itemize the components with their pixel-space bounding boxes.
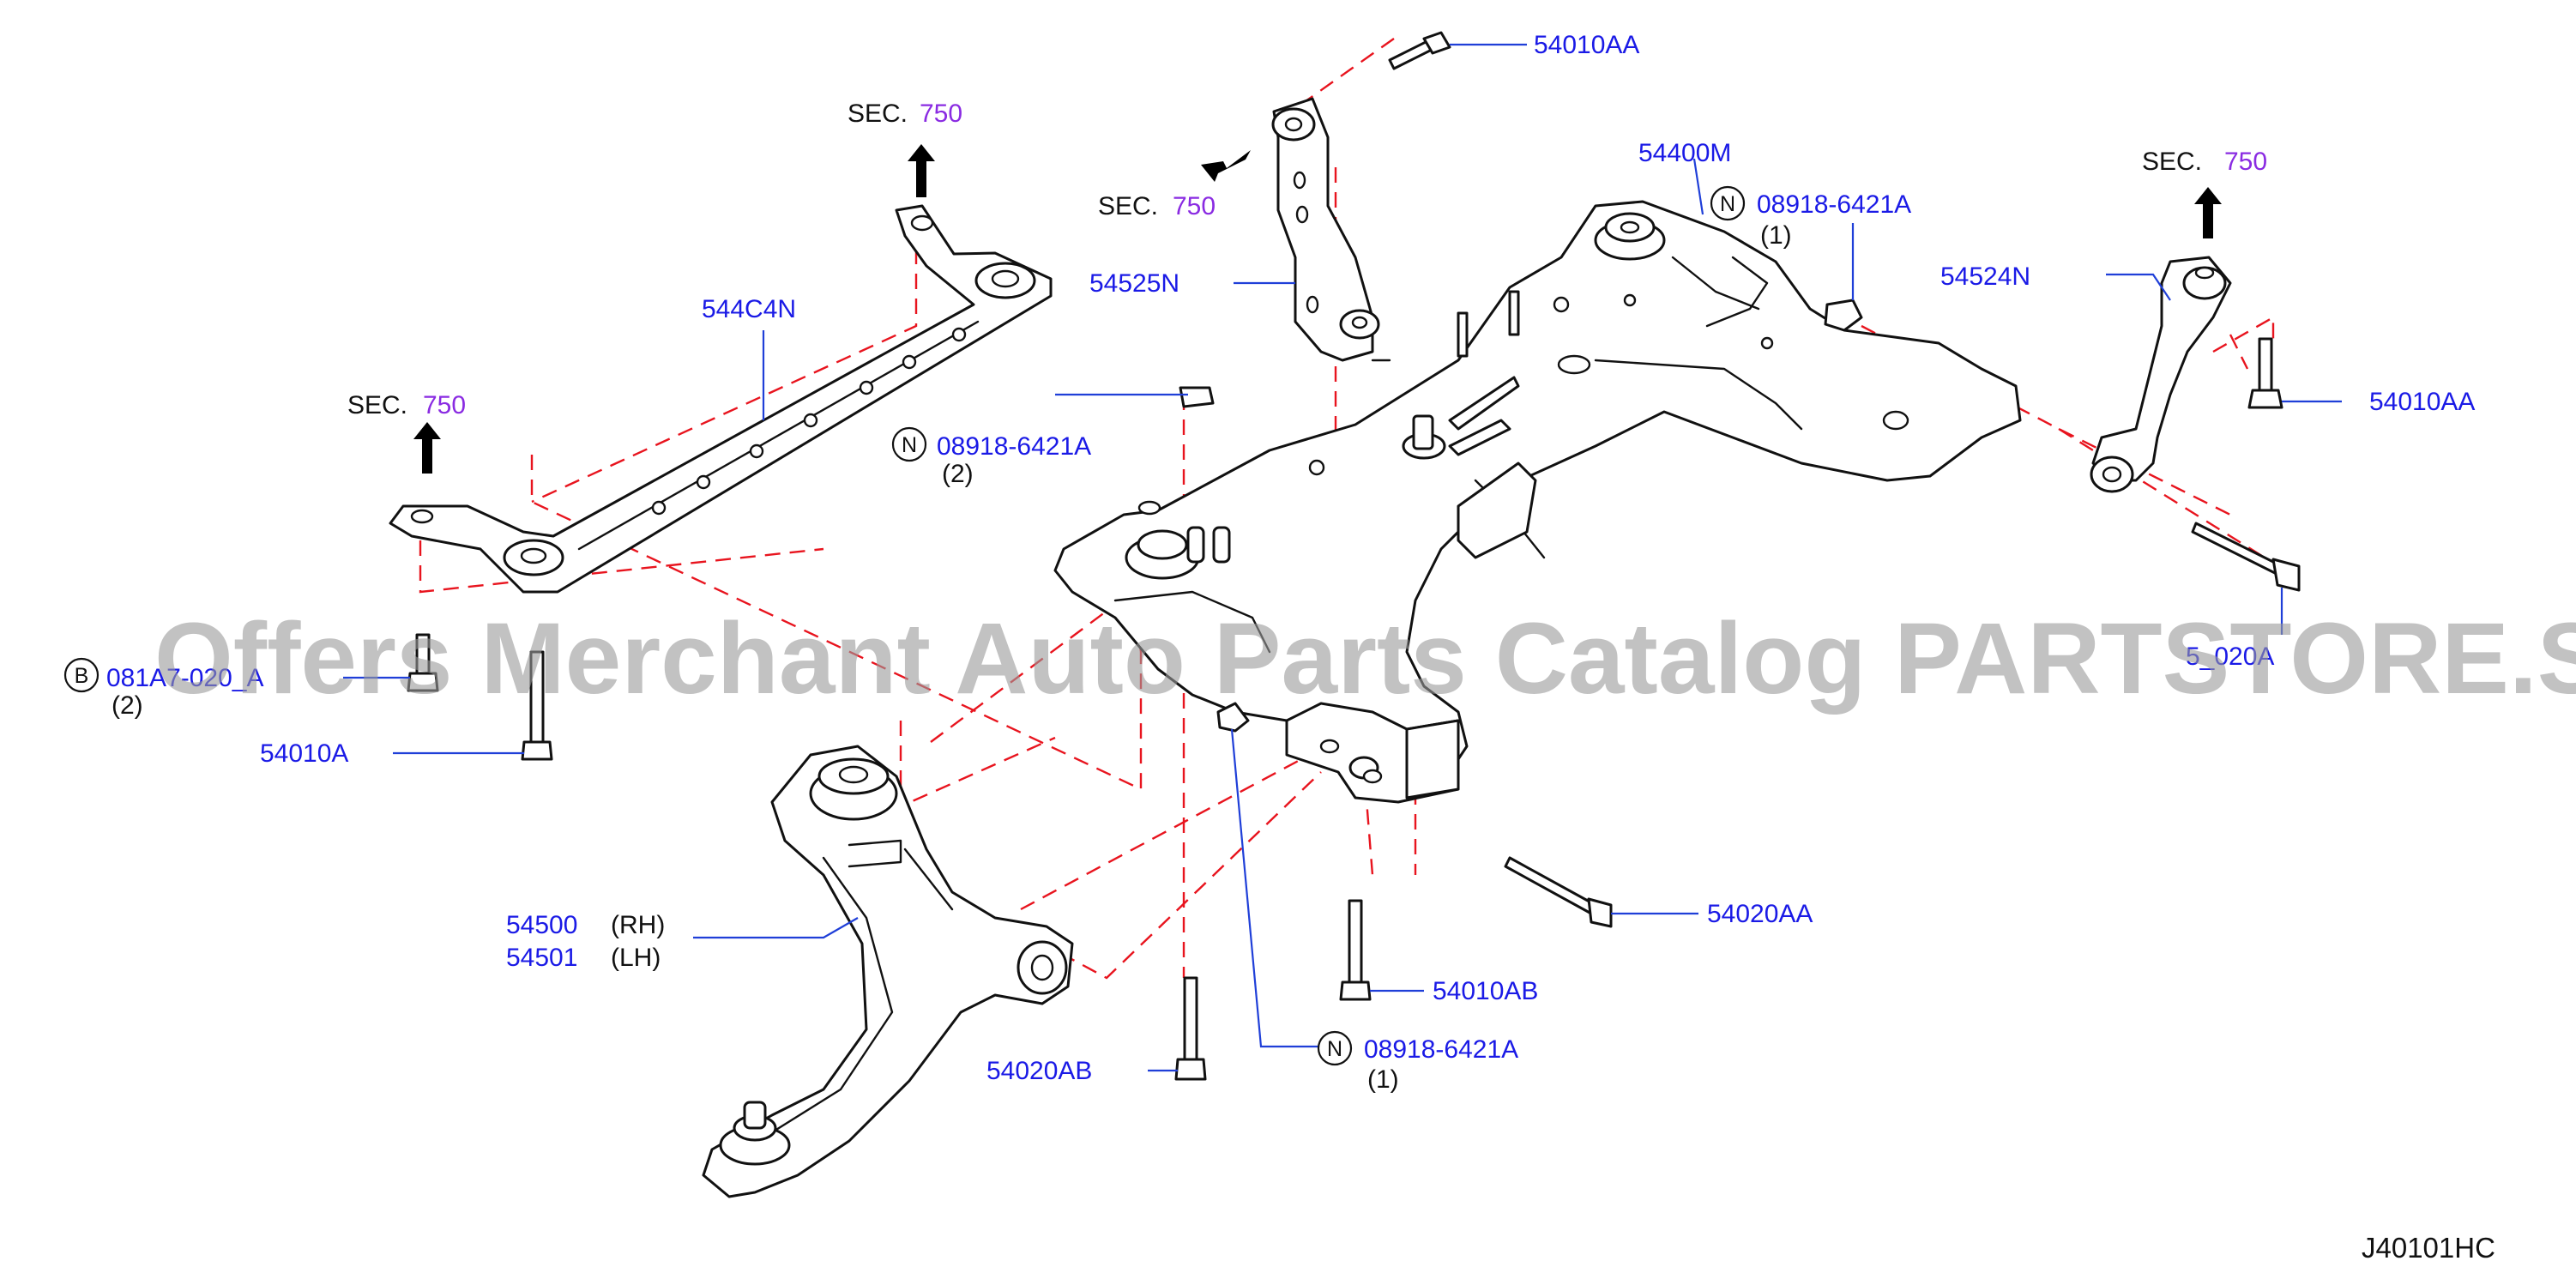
up-arrow-icon [2194, 187, 2222, 238]
diagonal-arrow-icon [1201, 150, 1251, 182]
sec-prefix-label: SEC. [1098, 192, 1158, 220]
side-label-rh: (RH) [611, 911, 665, 939]
member-54400m [1053, 200, 2022, 804]
part-label-081a7[interactable]: 081A7-020_A [106, 664, 264, 692]
bracket-54525n [1271, 97, 1380, 362]
part-label-54010a[interactable]: 54010A [260, 739, 348, 768]
part-label-54400m[interactable]: 54400M [1638, 139, 1731, 167]
part-label-08918-right[interactable]: 08918-6421A [1757, 190, 1911, 219]
sec-prefix-label: SEC. [347, 391, 407, 419]
sec-prefix-label: SEC. [848, 100, 908, 128]
qty-label: (1) [1760, 221, 1792, 250]
fasteners [407, 31, 2301, 1081]
diagram-code: J40101HC [2362, 1232, 2495, 1264]
part-label-54010ab[interactable]: 54010AB [1433, 977, 1538, 1005]
qty-label: (2) [942, 460, 974, 488]
up-arrow-icon [908, 144, 935, 197]
nut-callout-bottom: N 08918-6421A (1) [1317, 1030, 1518, 1094]
side-label-lh: (LH) [611, 944, 661, 972]
part-label-54501[interactable]: 54501 [506, 944, 577, 972]
part-label-54010aa-top[interactable]: 54010AA [1534, 31, 1639, 59]
arm-part-labels: 54500 (RH) 54501 (LH) [506, 911, 665, 972]
stay-544c4n [389, 204, 1053, 594]
qty-label: (1) [1367, 1065, 1399, 1094]
part-label-54524n[interactable]: 54524N [1940, 262, 2030, 291]
part-label-544c4n[interactable]: 544C4N [702, 295, 796, 323]
part-label-5x020a[interactable]: 5_020A [2186, 643, 2274, 671]
part-label-54525n[interactable]: 54525N [1089, 269, 1179, 298]
leader-lines [343, 43, 2342, 1072]
section-ref-center: SEC. 750 [1098, 192, 1216, 220]
part-label-54500[interactable]: 54500 [506, 911, 577, 939]
nut-marker: N [902, 433, 917, 457]
part-label-54020ab[interactable]: 54020AB [986, 1057, 1092, 1085]
section-ref-left: SEC. 750 [347, 391, 466, 419]
part-label-08918-center[interactable]: 08918-6421A [937, 432, 1091, 461]
qty-label: (2) [112, 691, 143, 720]
bolt-callout-left: B 081A7-020_A (2) [63, 657, 264, 720]
section-ref-top-center: SEC. 750 [848, 100, 962, 128]
sec-number-label: 750 [920, 100, 962, 128]
sec-prefix-label: SEC. [2142, 148, 2202, 176]
bolt-marker: B [75, 664, 89, 688]
lower-arm-54500 [702, 745, 1074, 1198]
sec-number-label: 750 [1173, 192, 1216, 220]
watermark: Offers Merchant Auto Parts Catalog PARTS… [154, 602, 2576, 715]
section-ref-right: SEC. 750 [2142, 148, 2267, 176]
link-54524n [2090, 256, 2232, 493]
sec-number-label: 750 [2224, 148, 2267, 176]
part-label-54020aa[interactable]: 54020AA [1707, 900, 1813, 928]
sec-number-label: 750 [423, 391, 466, 419]
nut-callout-center: N 08918-6421A (2) [891, 426, 1091, 488]
nut-callout-right: N 08918-6421A (1) [1710, 185, 1911, 250]
nut-marker: N [1327, 1037, 1342, 1061]
nut-marker: N [1720, 192, 1735, 216]
up-arrow-icon [413, 422, 441, 474]
part-label-08918-bottom[interactable]: 08918-6421A [1364, 1035, 1518, 1064]
part-label-54010aa-right[interactable]: 54010AA [2369, 388, 2475, 416]
